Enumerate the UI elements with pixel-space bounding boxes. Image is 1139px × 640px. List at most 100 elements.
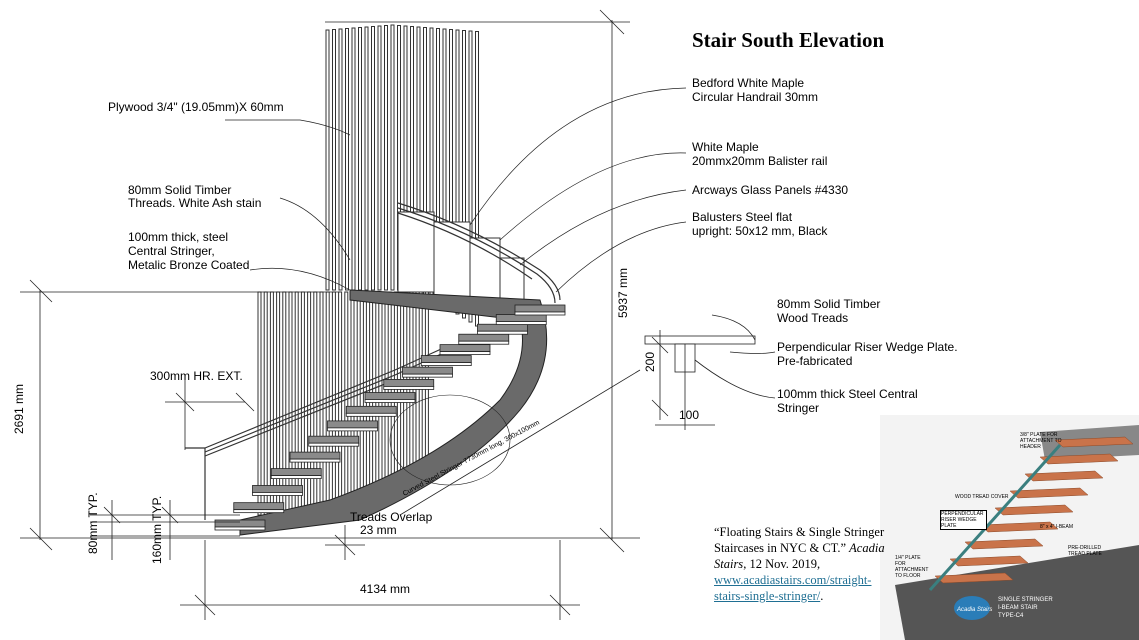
baluster xyxy=(269,291,274,516)
dimension-detail-100: 100 xyxy=(679,408,700,422)
baluster xyxy=(393,291,398,492)
baluster xyxy=(350,291,355,511)
baluster xyxy=(307,291,312,516)
tread xyxy=(495,314,547,322)
tread xyxy=(270,468,322,476)
label-glass: Arcways Glass Panels #4330 xyxy=(692,183,849,197)
tread-edge xyxy=(327,427,378,432)
label-plywood: Plywood 3/4" (19.05mm)X 60mm xyxy=(108,100,284,114)
tread-edge xyxy=(308,442,360,447)
baluster xyxy=(282,291,287,516)
tread xyxy=(345,405,397,414)
dimension-height-lower: 2691 mm xyxy=(12,383,26,434)
baluster xyxy=(364,26,369,291)
leader-lines xyxy=(225,87,687,293)
label-stringer-line3: Metalic Bronze Coated xyxy=(128,258,250,272)
baluster xyxy=(344,291,349,514)
dimension-typ-160: 160mm TYP. xyxy=(150,495,164,564)
baluster xyxy=(356,291,361,508)
tread-edge xyxy=(495,321,547,325)
baluster xyxy=(462,30,466,319)
dimension-height-total: 5937 mm xyxy=(616,267,630,318)
baluster xyxy=(276,291,281,516)
photo-single-stringer xyxy=(880,415,1139,640)
baluster xyxy=(455,29,460,315)
baluster xyxy=(338,291,343,516)
tread-edge xyxy=(383,386,435,390)
tread-detail xyxy=(644,314,776,430)
baluster xyxy=(377,25,382,291)
label-stringer-line2: Central Stringer, xyxy=(128,244,215,258)
label-detail-treads-line1: 80mm Solid Timber xyxy=(777,297,881,311)
tread xyxy=(233,502,285,511)
label-treads-line2: Threads. White Ash stain xyxy=(128,196,262,210)
tread-edge xyxy=(289,458,341,463)
dimension-lines xyxy=(20,9,641,620)
photo-caption-line1: SINGLE STRINGER xyxy=(998,597,1053,603)
label-detail-stringer-line1: 100mm thick Steel Central xyxy=(777,387,918,401)
tread-edge xyxy=(270,475,322,479)
photo-label-ibeam: 8" x 4" I-BEAM xyxy=(1040,524,1074,530)
tread xyxy=(364,392,416,400)
label-balusters-line1: Balusters Steel flat xyxy=(692,210,793,224)
tread xyxy=(308,435,360,444)
tread-edge xyxy=(477,330,528,335)
tread xyxy=(402,366,453,375)
photo-label-riser-plate: PERPENDICULAR RISER WEDGE PLATE xyxy=(940,510,987,530)
label-maple-line2: 20mmx20mm Balister rail xyxy=(692,154,828,168)
baluster xyxy=(332,29,336,291)
label-maple-line1: White Maple xyxy=(692,140,759,154)
photo-label-predrilled: PRE-DRILLED TREAD PLATE xyxy=(1068,545,1102,557)
baluster xyxy=(468,30,473,323)
tread-edge xyxy=(514,311,566,316)
stair-treads xyxy=(214,304,566,531)
tread-edge xyxy=(345,412,397,417)
baluster xyxy=(263,291,268,516)
tread xyxy=(439,344,491,353)
citation-date: , 12 Nov. 2019, xyxy=(743,557,821,571)
label-overlap-line2: 23 mm xyxy=(360,523,397,537)
drawing-title: Stair South Elevation xyxy=(692,28,885,52)
dimension-width: 4134 mm xyxy=(360,582,411,596)
upper-balusters xyxy=(325,24,479,327)
tread xyxy=(214,519,266,528)
tread-edge xyxy=(420,362,472,366)
label-balusters-line2: upright: 50x12 mm, Black xyxy=(692,224,828,238)
baluster xyxy=(288,291,293,516)
photo-caption-line3: TYPE-C4 xyxy=(998,613,1024,619)
baluster xyxy=(338,28,343,291)
baluster xyxy=(371,26,375,291)
tread xyxy=(289,451,341,460)
tread-edge xyxy=(364,399,416,403)
tread xyxy=(420,355,472,363)
dimension-typ-80: 80mm TYP. xyxy=(86,492,100,554)
photo-tread xyxy=(1054,436,1134,448)
label-hr-ext: 300mm HR. EXT. xyxy=(150,369,243,383)
dimension-detail-200: 200 xyxy=(643,351,657,372)
baluster xyxy=(345,28,349,291)
baluster xyxy=(390,24,395,291)
citation-quote: “Floating Stairs & Single Stringer Stair… xyxy=(714,525,885,555)
photo-label-plate-floor: 1/4" PLATE FOR ATTACHMENT TO FLOOR xyxy=(895,555,929,579)
citation: “Floating Stairs & Single Stringer Stair… xyxy=(714,524,889,604)
label-detail-stringer-line2: Stringer xyxy=(777,401,820,415)
baluster xyxy=(351,27,356,291)
tread xyxy=(252,485,303,493)
citation-source: Acadia Stairs xyxy=(714,541,885,571)
label-detail-riser-line1: Perpendicular Riser Wedge Plate. xyxy=(777,340,958,354)
photo-logo: Acadia Stairs xyxy=(957,607,993,613)
photo-label-plate-top: 3/8" PLATE FOR ATTACHMENT TO HEADER xyxy=(1020,432,1062,450)
label-detail-riser-line2: Pre-fabricated xyxy=(777,354,853,368)
tread-edge xyxy=(402,373,453,378)
baluster xyxy=(319,291,324,516)
tread xyxy=(327,420,378,429)
citation-end: . xyxy=(820,589,824,603)
baluster xyxy=(325,29,330,291)
citation-link[interactable]: www.acadiastairs.com/straight-stairs-sin… xyxy=(714,573,872,603)
label-handrail-line1: Bedford White Maple xyxy=(692,76,805,90)
photo-label-wood-cover: WOOD TREAD COVER xyxy=(955,494,1009,500)
baluster xyxy=(294,291,299,516)
baluster xyxy=(400,291,405,489)
tread-edge xyxy=(439,351,491,356)
